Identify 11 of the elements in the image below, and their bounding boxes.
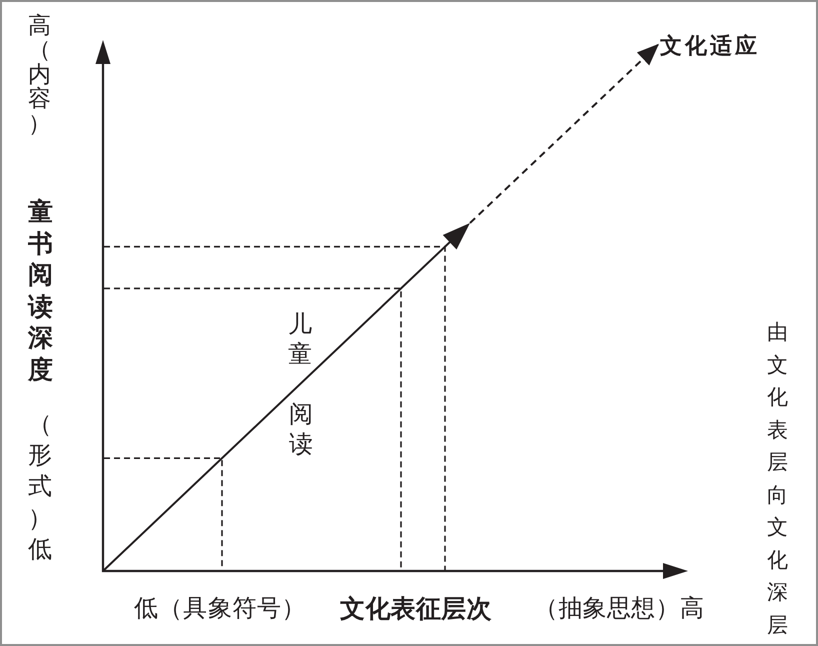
target-label: 文化适应 — [660, 34, 760, 60]
line-label: 儿童 — [288, 309, 312, 369]
axis-end-label: 低（具象符号） — [134, 594, 306, 623]
axis-end-label: （形式）低 — [28, 409, 52, 565]
line-label: 阅读 — [289, 399, 313, 459]
axis-title: 文化表征层次 — [340, 594, 492, 624]
side-note: 由文化表层向文化深层 — [767, 319, 788, 639]
axis-end-label: （抽象思想）高 — [534, 594, 704, 623]
axis-title: 童书阅读深度 — [28, 196, 53, 385]
axis-end-label: 高（内容） — [28, 14, 51, 136]
dashed-arrow — [469, 43, 660, 224]
